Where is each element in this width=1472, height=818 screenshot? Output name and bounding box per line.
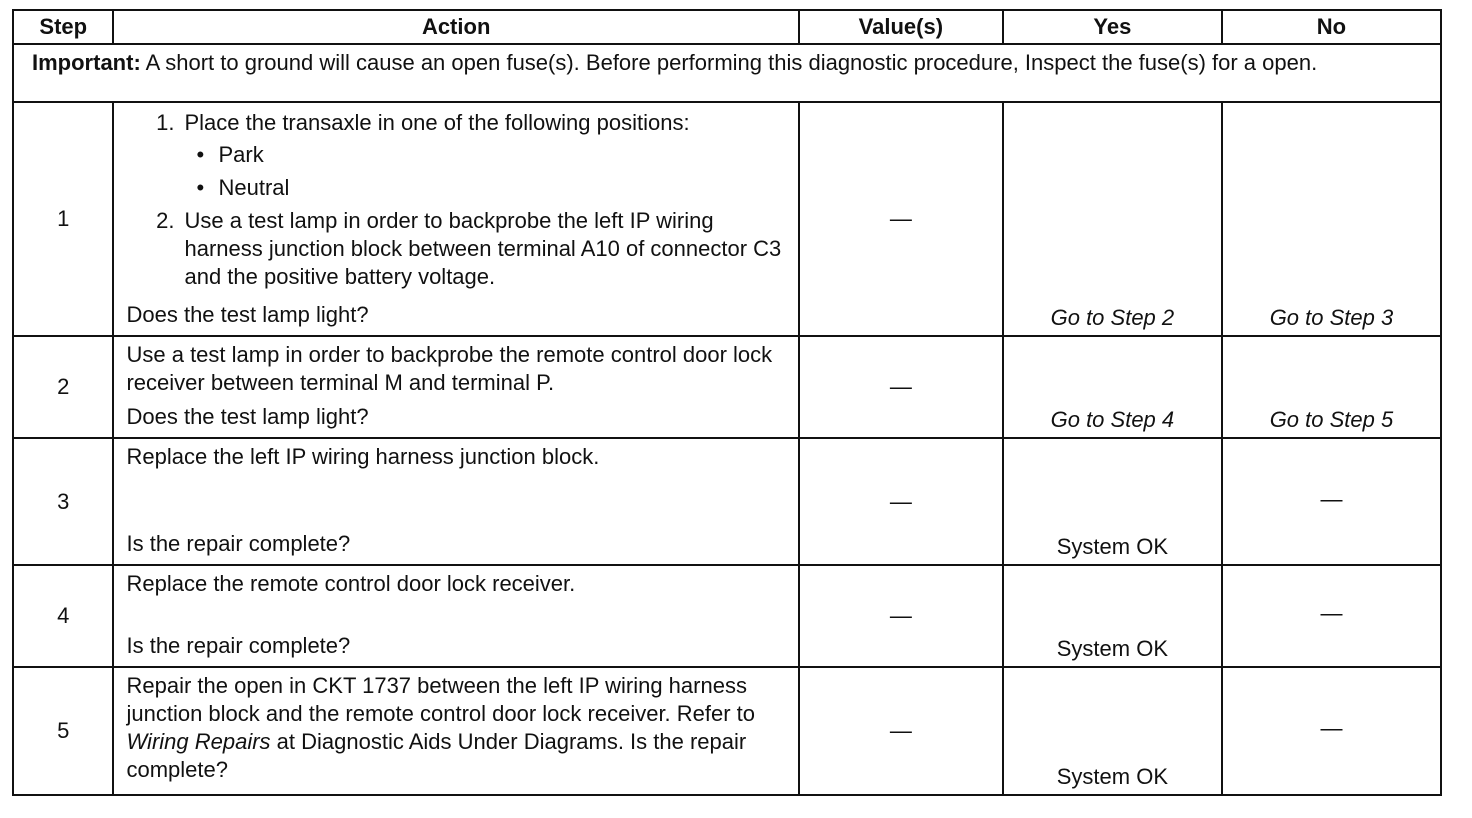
header-yes: Yes — [1001, 9, 1223, 45]
action-cell: Repair the open in CKT 1737 between the … — [112, 666, 800, 796]
important-note: Important: A short to ground will cause … — [12, 43, 1442, 103]
step-number: 1 — [11, 101, 115, 337]
action-cell: Replace the left IP wiring harness junct… — [112, 437, 800, 566]
value-cell: — — [797, 335, 1004, 439]
list-number: 2. — [156, 208, 175, 233]
action-text: Replace the remote control door lock rec… — [126, 571, 576, 596]
header-no: No — [1220, 9, 1443, 45]
diagnostic-table: Step Action Value(s) Yes No Important: A… — [11, 9, 1443, 796]
yes-cell: System OK — [1001, 666, 1223, 796]
step-number: 2 — [11, 335, 115, 439]
action-question: Does the test lamp light? — [126, 302, 369, 327]
action-text: Replace the left IP wiring harness junct… — [126, 444, 600, 469]
value-cell: — — [797, 564, 1004, 668]
important-row: Important: A short to ground will cause … — [12, 43, 1442, 103]
no-cell: Go to Step 3 — [1220, 101, 1443, 337]
list-item: •Neutral — [196, 175, 290, 200]
system-ok: System OK — [1056, 764, 1168, 789]
header-step: Step — [11, 9, 115, 45]
yes-cell: Go to Step 2 — [1001, 101, 1223, 337]
goto-step-3: Go to Step 3 — [1269, 305, 1394, 330]
action-text: Place the transaxle in one of the follow… — [184, 110, 690, 135]
yes-cell: Go to Step 4 — [1001, 335, 1223, 439]
header-values: Value(s) — [797, 9, 1004, 45]
goto-step-4: Go to Step 4 — [1050, 407, 1175, 432]
yes-cell: System OK — [1001, 564, 1223, 668]
wiring-repairs-reference: Wiring Repairs — [126, 729, 271, 754]
table-row: 1 1. Place the transaxle in one of the f… — [11, 101, 1443, 337]
header-row: Step Action Value(s) Yes No — [11, 9, 1443, 45]
important-text: A short to ground will cause an open fus… — [140, 50, 1318, 75]
dash: — — [1320, 485, 1343, 511]
action-cell: 1. Place the transaxle in one of the fol… — [112, 101, 800, 337]
step-number: 3 — [11, 437, 115, 566]
table-row: 5 Repair the open in CKT 1737 between th… — [11, 666, 1443, 796]
goto-step-5: Go to Step 5 — [1269, 407, 1394, 432]
header-action: Action — [112, 9, 800, 45]
value-cell: — — [797, 437, 1004, 566]
action-cell: Use a test lamp in order to backprobe th… — [112, 335, 800, 439]
list-item: •Park — [196, 142, 264, 167]
step-number: 5 — [11, 666, 115, 796]
value-cell: — — [797, 101, 1004, 337]
value-cell: — — [797, 666, 1004, 796]
action-question: Is the repair complete? — [126, 531, 351, 556]
step-number: 4 — [11, 564, 115, 668]
action-cell: Replace the remote control door lock rec… — [112, 564, 800, 668]
action-text: Repair the open in CKT 1737 between the … — [126, 673, 756, 782]
system-ok: System OK — [1056, 534, 1168, 559]
action-question: Does the test lamp light? — [126, 404, 369, 429]
no-cell: — — [1220, 437, 1443, 566]
action-question: Is the repair complete? — [126, 633, 351, 658]
no-cell: — — [1220, 564, 1443, 668]
goto-step-2: Go to Step 2 — [1050, 305, 1175, 330]
action-text: Use a test lamp in order to backprobe th… — [184, 208, 782, 289]
yes-cell: System OK — [1001, 437, 1223, 566]
table-row: 3 Replace the left IP wiring harness jun… — [11, 437, 1443, 566]
no-cell: Go to Step 5 — [1220, 335, 1443, 439]
important-label: Important: — [32, 50, 141, 75]
system-ok: System OK — [1056, 636, 1168, 661]
table-row: 2 Use a test lamp in order to backprobe … — [11, 335, 1443, 439]
no-cell: — — [1220, 666, 1443, 796]
action-text: Use a test lamp in order to backprobe th… — [126, 342, 773, 395]
table-row: 4 Replace the remote control door lock r… — [11, 564, 1443, 668]
dash: — — [1320, 715, 1343, 741]
list-number: 1. — [156, 110, 175, 135]
dash: — — [1320, 600, 1343, 626]
